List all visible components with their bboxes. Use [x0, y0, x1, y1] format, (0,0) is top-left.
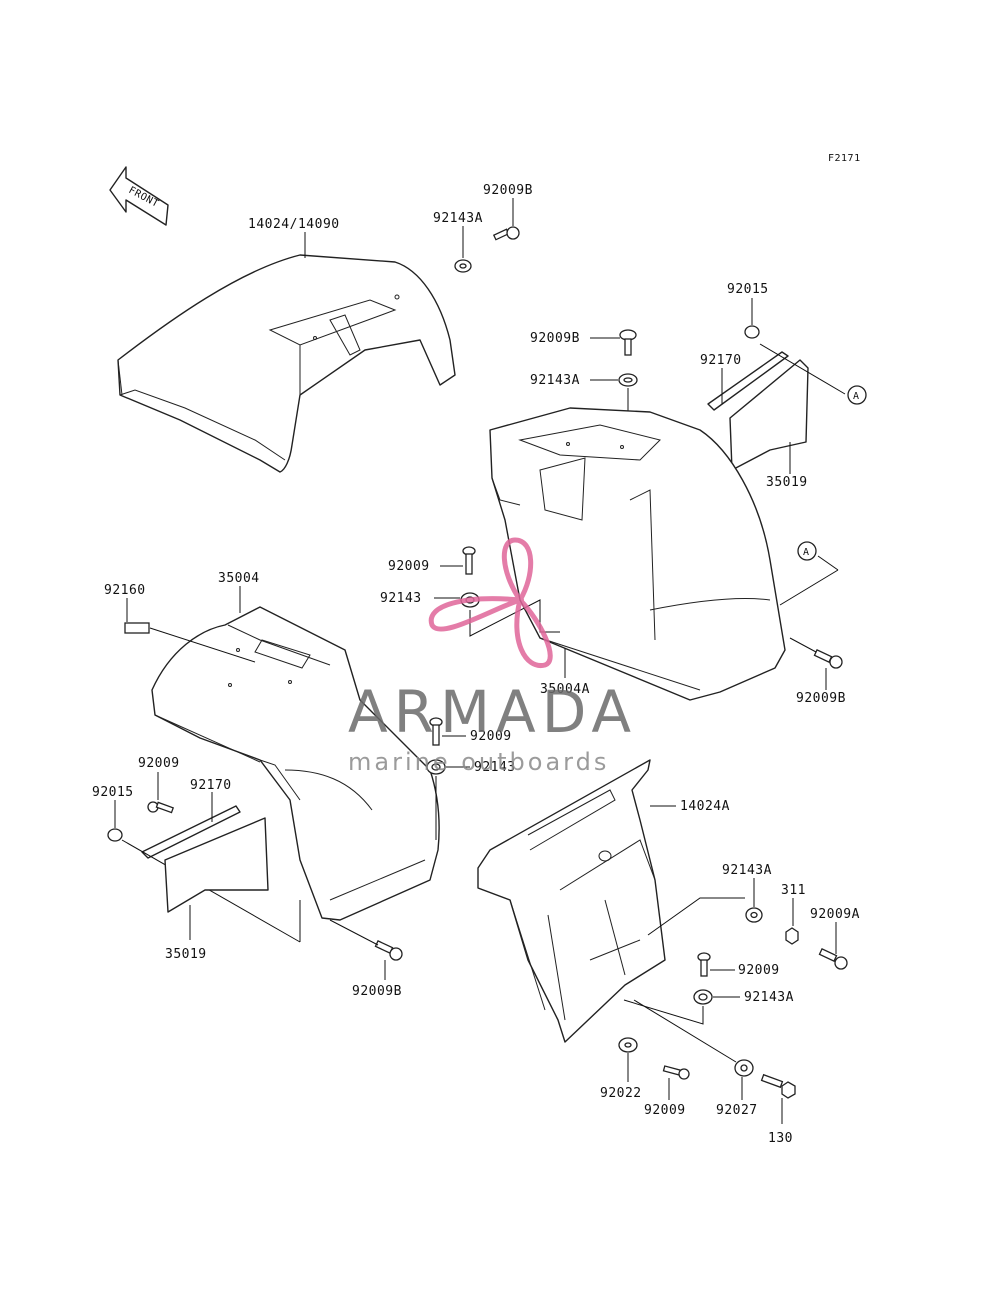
label-92027: 92027	[716, 1103, 758, 1118]
grommet-92143-center	[426, 759, 446, 775]
label-92009-bottom: 92009	[644, 1103, 686, 1118]
watermark: ARMADA marine outboards	[348, 537, 637, 776]
bolt-92009-left	[147, 801, 175, 814]
washer-92015-right	[744, 325, 760, 339]
label-92009-r2: 92009	[738, 963, 780, 978]
clip-92160	[124, 622, 150, 634]
label-92009B-bottom: 92009B	[352, 984, 402, 999]
front-arrow-icon: FRONT	[109, 166, 169, 226]
mudflap-35019-right	[729, 359, 809, 471]
cover-14024-14090	[117, 254, 456, 473]
grommet-92143A-mid	[618, 373, 638, 387]
label-92143-center: 92143	[474, 760, 516, 775]
fender-35004A	[489, 407, 786, 701]
label-92009B-mid: 92009B	[530, 331, 580, 346]
bolt-92009A	[818, 948, 848, 970]
label-311: 311	[781, 883, 806, 898]
ref-marker-A-top-text: A	[853, 391, 860, 402]
ref-marker-A-mid	[797, 541, 817, 561]
nut-311	[785, 927, 799, 945]
label-130: 130	[768, 1131, 793, 1146]
label-92022: 92022	[600, 1086, 642, 1101]
bolt-92009-center	[429, 717, 443, 746]
bolt-130	[760, 1073, 796, 1099]
label-35004: 35004	[218, 571, 260, 586]
watermark-brand: ARMADA	[348, 678, 637, 746]
grommet-92143A-r1	[745, 907, 763, 923]
grommet-92143A-r2	[693, 989, 713, 1005]
bolt-92009B-top	[492, 226, 520, 241]
washer-92022	[618, 1037, 638, 1053]
label-92170-right: 92170	[700, 353, 742, 368]
label-92009-center: 92009	[470, 729, 512, 744]
label-14024A: 14024A	[680, 799, 730, 814]
mudflap-35019-left	[164, 817, 269, 913]
label-92009B-right: 92009B	[796, 691, 846, 706]
ref-marker-A-top	[847, 385, 867, 405]
propeller-logo-icon	[428, 537, 553, 668]
label-92009-left: 92009	[138, 756, 180, 771]
label-92009A: 92009A	[810, 907, 860, 922]
label-92143-mid: 92143	[380, 591, 422, 606]
label-92170-left: 92170	[190, 778, 232, 793]
bolt-92009-bottom	[662, 1065, 690, 1080]
label-35019-right: 35019	[766, 475, 808, 490]
figure-id: F2171	[828, 153, 861, 164]
washer-92027	[734, 1059, 754, 1077]
watermark-tagline: marine outboards	[348, 748, 609, 776]
label-92015-right: 92015	[727, 282, 769, 297]
label-35019-left: 35019	[165, 947, 207, 962]
bracket-92170-right	[707, 351, 789, 411]
bolt-92009B-right	[813, 649, 843, 669]
label-92009-mid: 92009	[388, 559, 430, 574]
label-92143A-r2: 92143A	[744, 990, 794, 1005]
ref-marker-A-mid-text: A	[803, 547, 810, 558]
bolt-92009B-bottom	[374, 940, 403, 961]
bolt-92009-r2	[697, 952, 711, 977]
label-92160: 92160	[104, 583, 146, 598]
grommet-92143A-top	[454, 259, 472, 273]
label-92143A-top: 92143A	[433, 211, 483, 226]
bracket-92170-left	[141, 805, 241, 859]
label-14024-14090: 14024/14090	[248, 217, 340, 232]
label-92009B-top: 92009B	[483, 183, 533, 198]
label-92143A-mid: 92143A	[530, 373, 580, 388]
label-92015-left: 92015	[92, 785, 134, 800]
bolt-92009-mid	[462, 546, 476, 575]
fender-35004	[151, 606, 440, 921]
label-92143A-r1: 92143A	[722, 863, 772, 878]
bolt-92009B-mid	[619, 329, 637, 356]
frame-14024A	[477, 759, 666, 1043]
label-35004A: 35004A	[540, 682, 590, 697]
washer-92015-left	[107, 828, 123, 842]
